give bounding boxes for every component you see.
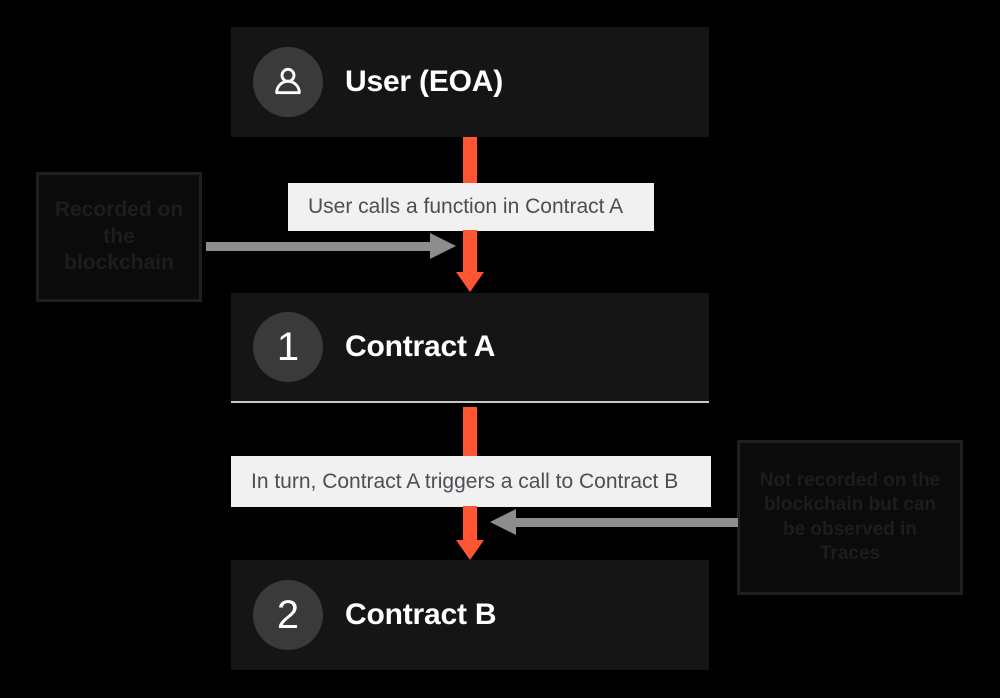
caption-1-text: User calls a function in Contract A bbox=[308, 195, 624, 218]
callout-not-recorded-on-blockchain: Not recorded on the blockchain but can b… bbox=[737, 440, 963, 595]
connector-stem bbox=[463, 506, 477, 542]
node-contract-a-label: Contract A bbox=[345, 330, 496, 363]
connector-user-to-caption1 bbox=[463, 137, 477, 184]
pointer-arrow-head bbox=[490, 509, 516, 535]
callout-recorded-on-blockchain: Recorded on the blockchain bbox=[36, 172, 202, 302]
connector-stem bbox=[463, 230, 477, 274]
caption-2-text: In turn, Contract A triggers a call to C… bbox=[251, 469, 679, 493]
caption-contract-a-triggers-contract-b: In turn, Contract A triggers a call to C… bbox=[231, 456, 711, 507]
arrowhead-down-icon bbox=[456, 272, 484, 292]
pointer-arrow-stem bbox=[514, 518, 738, 527]
connector-contract-a-to-caption2 bbox=[463, 407, 477, 457]
person-icon bbox=[253, 47, 323, 117]
connector-caption2-to-contract-b bbox=[456, 506, 484, 562]
connector-stem bbox=[463, 407, 477, 457]
connector-caption1-to-contract-a bbox=[456, 230, 484, 294]
caption-user-calls-contract-a: User calls a function in Contract A bbox=[288, 183, 654, 231]
node-contract-b[interactable]: 2 Contract B bbox=[231, 560, 709, 670]
callout-left-text: Recorded on the blockchain bbox=[54, 197, 184, 275]
pointer-arrow-stem bbox=[206, 242, 434, 251]
node-contract-b-label: Contract B bbox=[345, 598, 497, 631]
connector-stem bbox=[463, 137, 477, 184]
node-user-label: User (EOA) bbox=[345, 65, 504, 98]
pointer-arrow-right-icon bbox=[206, 233, 456, 259]
arrowhead-down-icon bbox=[456, 540, 484, 560]
node-user[interactable]: User (EOA) bbox=[231, 27, 709, 137]
pointer-arrow-left-icon bbox=[490, 509, 738, 535]
pointer-arrow-head bbox=[430, 233, 456, 259]
node-contract-a[interactable]: 1 Contract A bbox=[231, 293, 709, 403]
step-number-badge: 1 bbox=[253, 312, 323, 382]
step-number-badge: 2 bbox=[253, 580, 323, 650]
callout-right-text: Not recorded on the blockchain but can b… bbox=[759, 469, 941, 564]
